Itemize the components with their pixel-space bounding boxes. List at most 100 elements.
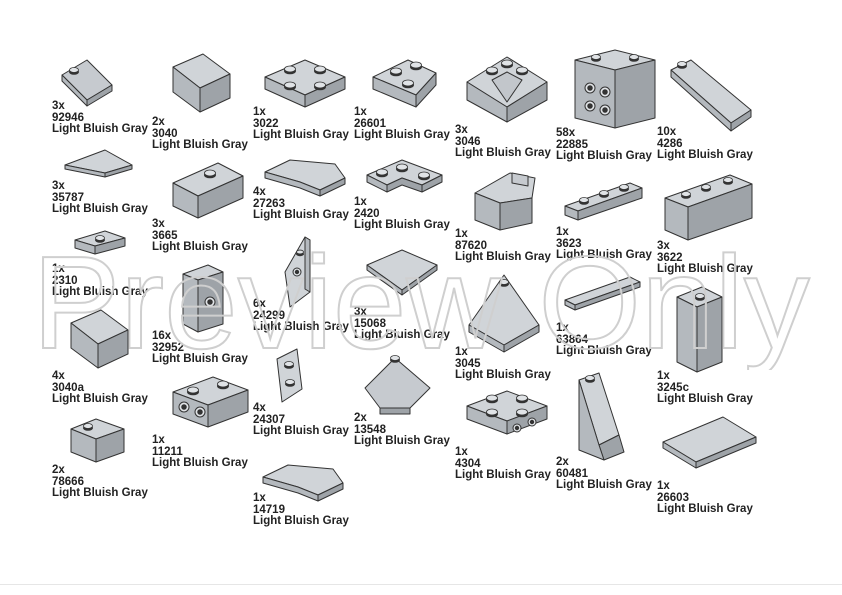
- part-color: Light Bluish Gray: [152, 241, 248, 253]
- part-image-24299: [284, 236, 311, 308]
- part-color: Light Bluish Gray: [657, 149, 753, 161]
- part-image-3665: [172, 162, 244, 219]
- part-qty: 2x: [52, 464, 65, 476]
- part-image-3623: [564, 182, 643, 221]
- part-qty: 4x: [52, 370, 65, 382]
- part-color: Light Bluish Gray: [354, 129, 450, 141]
- part-id: 27263: [253, 197, 285, 210]
- part-id: 3622: [657, 251, 683, 264]
- part-id: 92946: [52, 111, 84, 124]
- part-id: 2420: [354, 207, 380, 220]
- part-color: Light Bluish Gray: [52, 203, 148, 215]
- part-image-35787: [64, 149, 133, 178]
- part-image-3046: [466, 56, 548, 123]
- part-color: Light Bluish Gray: [455, 369, 551, 381]
- part-image-4304: [466, 390, 548, 435]
- part-id: 26601: [354, 117, 386, 130]
- part-id: 2310: [52, 274, 78, 287]
- part-color: Light Bluish Gray: [152, 457, 248, 469]
- part-color: Light Bluish Gray: [455, 251, 551, 263]
- part-qty: 1x: [253, 106, 266, 118]
- part-image-26601: [372, 59, 437, 108]
- part-qty: 1x: [657, 370, 670, 382]
- part-color: Light Bluish Gray: [253, 129, 349, 141]
- part-image-3040: [172, 53, 231, 113]
- part-color: Light Bluish Gray: [354, 219, 450, 231]
- part-id: 26603: [657, 491, 689, 504]
- part-image-4286: [670, 59, 752, 132]
- part-qty: 1x: [455, 228, 468, 240]
- part-color: Light Bluish Gray: [556, 479, 652, 491]
- part-id: 3665: [152, 229, 178, 242]
- part-id: 78666: [52, 475, 84, 488]
- part-image-87620: [474, 172, 536, 231]
- part-qty: 1x: [455, 346, 468, 358]
- part-qty: 2x: [354, 412, 367, 424]
- part-color: Light Bluish Gray: [253, 515, 349, 527]
- part-qty: 1x: [354, 196, 367, 208]
- part-id: 63864: [556, 333, 588, 346]
- part-image-24307: [276, 348, 303, 403]
- part-id: 60481: [556, 467, 588, 480]
- part-id: 14719: [253, 503, 285, 516]
- part-image-22885: [574, 49, 656, 129]
- part-image-78666: [70, 418, 125, 463]
- part-id: 11211: [152, 445, 183, 458]
- part-image-14719: [262, 464, 344, 502]
- part-color: Light Bluish Gray: [455, 469, 551, 481]
- part-id: 13548: [354, 423, 386, 436]
- part-id: 3040: [152, 127, 178, 140]
- part-color: Light Bluish Gray: [52, 393, 148, 405]
- part-qty: 10x: [657, 126, 677, 138]
- part-qty: 3x: [455, 124, 468, 136]
- part-image-3022: [264, 59, 346, 108]
- part-image-11211: [172, 376, 249, 428]
- part-color: Light Bluish Gray: [152, 139, 248, 151]
- part-qty: 3x: [657, 240, 670, 252]
- part-image-3245c: [676, 286, 723, 373]
- part-id: 3046: [455, 135, 481, 148]
- part-id: 3040a: [52, 381, 84, 394]
- part-color: Light Bluish Gray: [556, 150, 652, 162]
- part-id: 24299: [253, 309, 285, 322]
- part-qty: 3x: [52, 100, 65, 112]
- part-qty: 1x: [455, 446, 468, 458]
- part-color: Light Bluish Gray: [253, 425, 349, 437]
- part-image-2420: [366, 159, 443, 193]
- part-image-32952: [182, 264, 224, 333]
- part-image-13548: [364, 355, 431, 415]
- part-qty: 3x: [52, 180, 65, 192]
- part-color: Light Bluish Gray: [556, 345, 652, 357]
- part-id: 32952: [152, 341, 184, 354]
- part-qty: 2x: [152, 116, 165, 128]
- part-id: 22885: [556, 138, 588, 151]
- part-color: Light Bluish Gray: [657, 393, 753, 405]
- part-id: 87620: [455, 239, 487, 252]
- part-id: 4304: [455, 457, 481, 470]
- part-color: Light Bluish Gray: [354, 329, 450, 341]
- part-color: Light Bluish Gray: [52, 487, 148, 499]
- part-image-27263: [264, 159, 346, 197]
- part-qty: 1x: [52, 263, 65, 275]
- part-color: Light Bluish Gray: [657, 503, 753, 515]
- part-qty: 4x: [253, 402, 266, 414]
- part-image-3040a: [70, 309, 129, 369]
- part-color: Light Bluish Gray: [253, 321, 349, 333]
